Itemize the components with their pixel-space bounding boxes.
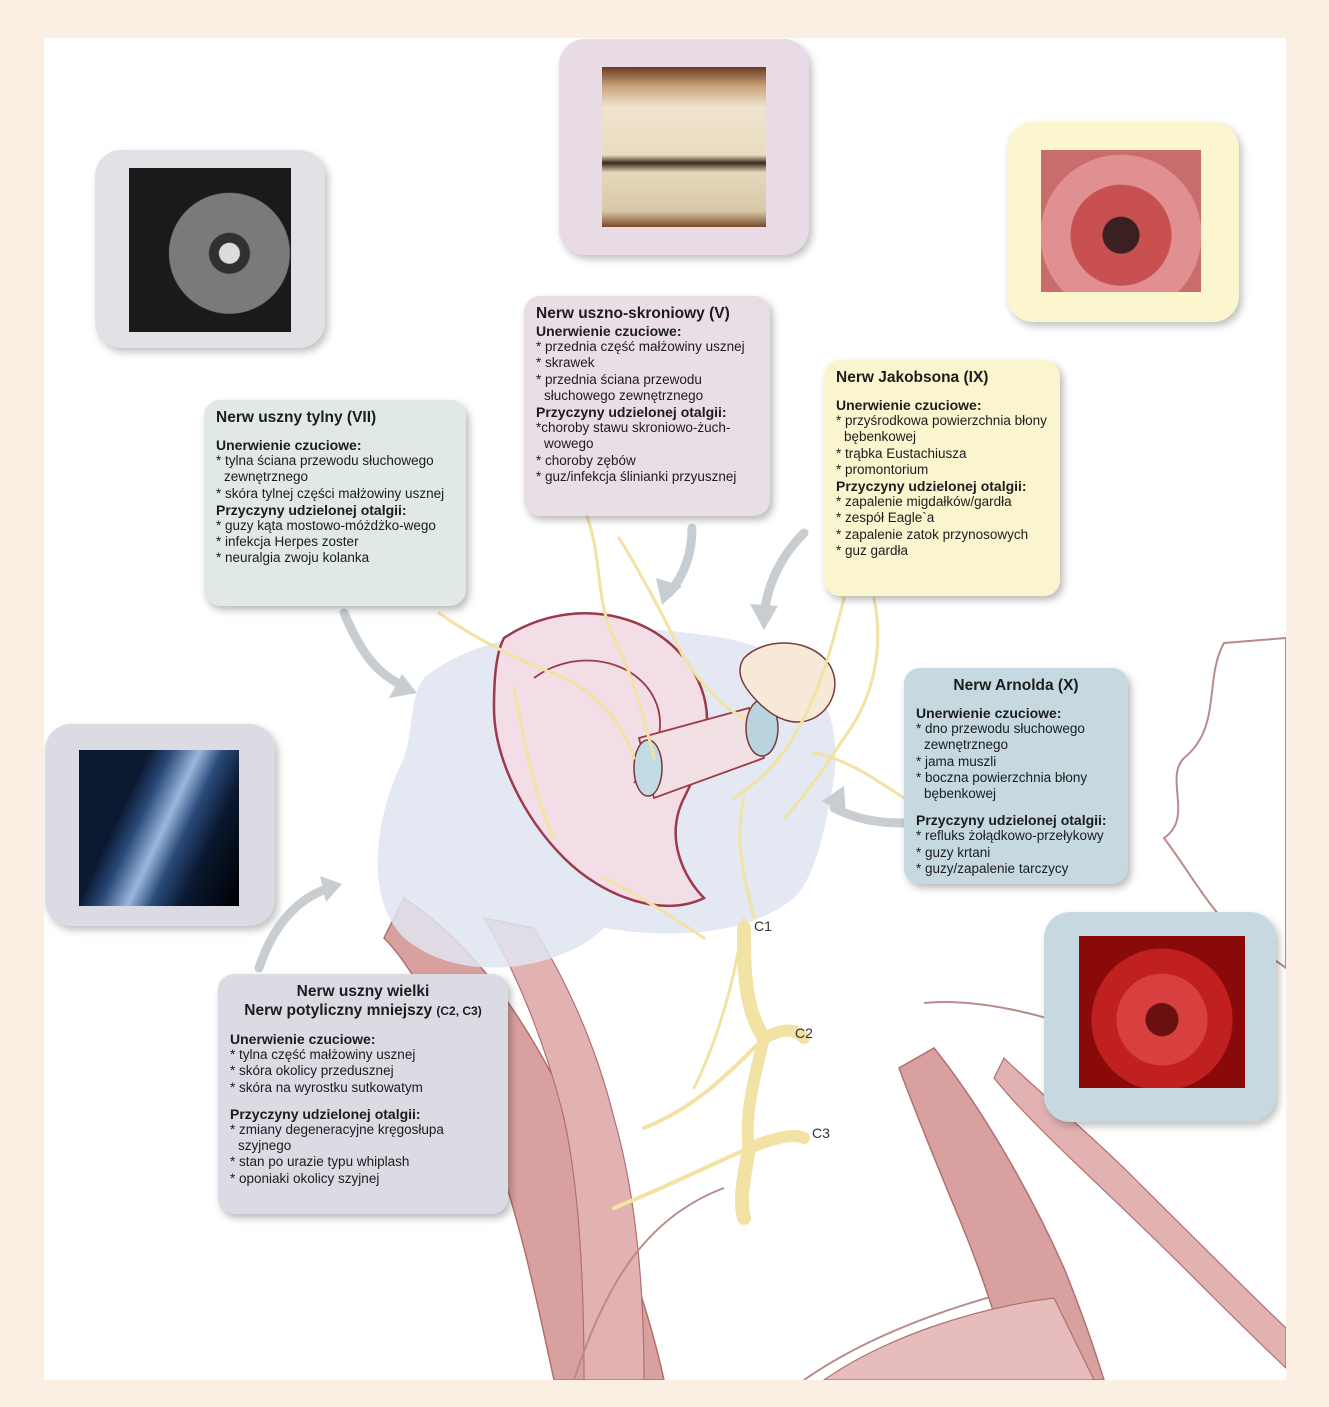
diagram-canvas: C1 C2 C3 Nerw uszny tylny (VII) Unerwien… [44,38,1286,1380]
list-item: * oponiaki okolicy szyjnej [230,1171,496,1187]
c1-label: C1 [754,918,772,934]
list-item: * zmiany degeneracyjne kręgosłupa szyjne… [230,1122,496,1154]
causes-heading: Przyczyny udzielonej otalgii: [536,404,758,420]
tonsil-photo-frame [1007,122,1239,322]
causes-heading: Przyczyny udzielonej otalgii: [216,502,454,518]
box-title: Nerw Jakobsona (IX) [836,368,1048,387]
innervation-heading: Unerwienie czuciowe: [536,323,758,339]
mri-brain-image [129,168,291,332]
box-title-2-text: Nerw potyliczny mniejszy [244,1002,432,1019]
list-item: * dno przewodu słuchowego zewnętrznego [916,721,1116,753]
causes-heading: Przyczyny udzielonej otalgii: [230,1106,496,1122]
jacobson-box: Nerw Jakobsona (IX) Unerwienie czuciowe:… [824,360,1060,596]
box-title: Nerw uszny tylny (VII) [216,408,454,427]
tonsillitis-image [1041,150,1201,292]
causes-heading: Przyczyny udzielonej otalgii: [836,478,1048,494]
list-item: * guz/infekcja ślinianki przyusznej [536,469,758,485]
xray-photo-frame [45,724,275,926]
list-item: * infekcja Herpes zoster [216,534,454,550]
list-item: * przednia ściana przewodu słuchowego ze… [536,372,758,404]
arnold-box: Nerw Arnolda (X) Unerwienie czuciowe: * … [904,668,1128,884]
box-title-2-suffix: (C2, C3) [436,1004,481,1018]
great-auricular-box: Nerw uszny wielki Nerw potyliczny mniejs… [218,974,508,1214]
list-item: * skóra tylnej części małżowiny usznej [216,486,454,502]
list-item: * zespół Eagle`a [836,510,1048,526]
muscle-lower-right [824,1298,1094,1380]
canal-opening [634,740,662,796]
box-title: Nerw Arnolda (X) [916,676,1116,695]
innervation-heading: Unerwienie czuciowe: [216,437,454,453]
list-item: * guzy/zapalenie tarczycy [916,861,1116,877]
innervation-heading: Unerwienie czuciowe: [836,397,1048,413]
list-item: * zapalenie migdałków/gardła [836,494,1048,510]
innervation-heading: Unerwienie czuciowe: [230,1031,496,1047]
teeth-photo-frame [559,39,809,255]
list-item: * skóra okolicy przedusznej [230,1063,496,1079]
c3-label: C3 [812,1125,830,1141]
cervical-roots [614,928,804,1218]
box-title-2: Nerw potyliczny mniejszy (C2, C3) [230,1001,496,1021]
list-item: * trąbka Eustachiusza [836,446,1048,462]
cervical-spine-xray [79,750,239,906]
list-item: * skóra na wyrostku sutkowatym [230,1080,496,1096]
list-item: * guz gardła [836,543,1048,559]
causes-heading: Przyczyny udzielonej otalgii: [916,812,1116,828]
box-title: Nerw uszny wielki [230,982,496,1001]
c2-label: C2 [795,1025,813,1041]
list-item: * zapalenie zatok przynosowych [836,527,1048,543]
list-item: * promontorium [836,462,1048,478]
list-item: * jama muszli [916,754,1116,770]
list-item: * guzy kąta mostowo-móżdżko-wego [216,518,454,534]
list-item: * choroby zębów [536,453,758,469]
list-item: * skrawek [536,355,758,371]
list-item: * tylna część małżowiny usznej [230,1047,496,1063]
list-item: *choroby stawu skroniowo-żuch-wowego [536,420,758,452]
list-item: * neuralgia zwoju kolanka [216,550,454,566]
innervation-heading: Unerwienie czuciowe: [916,705,1116,721]
box-title: Nerw uszno-skroniowy (V) [536,304,758,323]
posterior-auricular-box: Nerw uszny tylny (VII) Unerwienie czucio… [204,400,466,606]
auriculotemporal-box: Nerw uszno-skroniowy (V) Unerwienie czuc… [524,296,770,516]
list-item: * przednia część małżowiny usznej [536,339,758,355]
list-item: * boczna powierzchnia błony bębenkowej [916,770,1116,802]
list-item: * przyśrodkowa powierzchnia błony bębenk… [836,413,1048,445]
list-item: * refluks żołądkowo-przełykowy [916,828,1116,844]
list-item: * tylna ściana przewodu słuchowego zewnę… [216,453,454,485]
laryngeal-image [1079,936,1245,1088]
mri-photo-frame [95,150,325,348]
throat-photo-frame [1044,912,1276,1122]
teeth-decay-image [602,67,766,227]
list-item: * stan po urazie typu whiplash [230,1154,496,1170]
list-item: * guzy krtani [916,845,1116,861]
